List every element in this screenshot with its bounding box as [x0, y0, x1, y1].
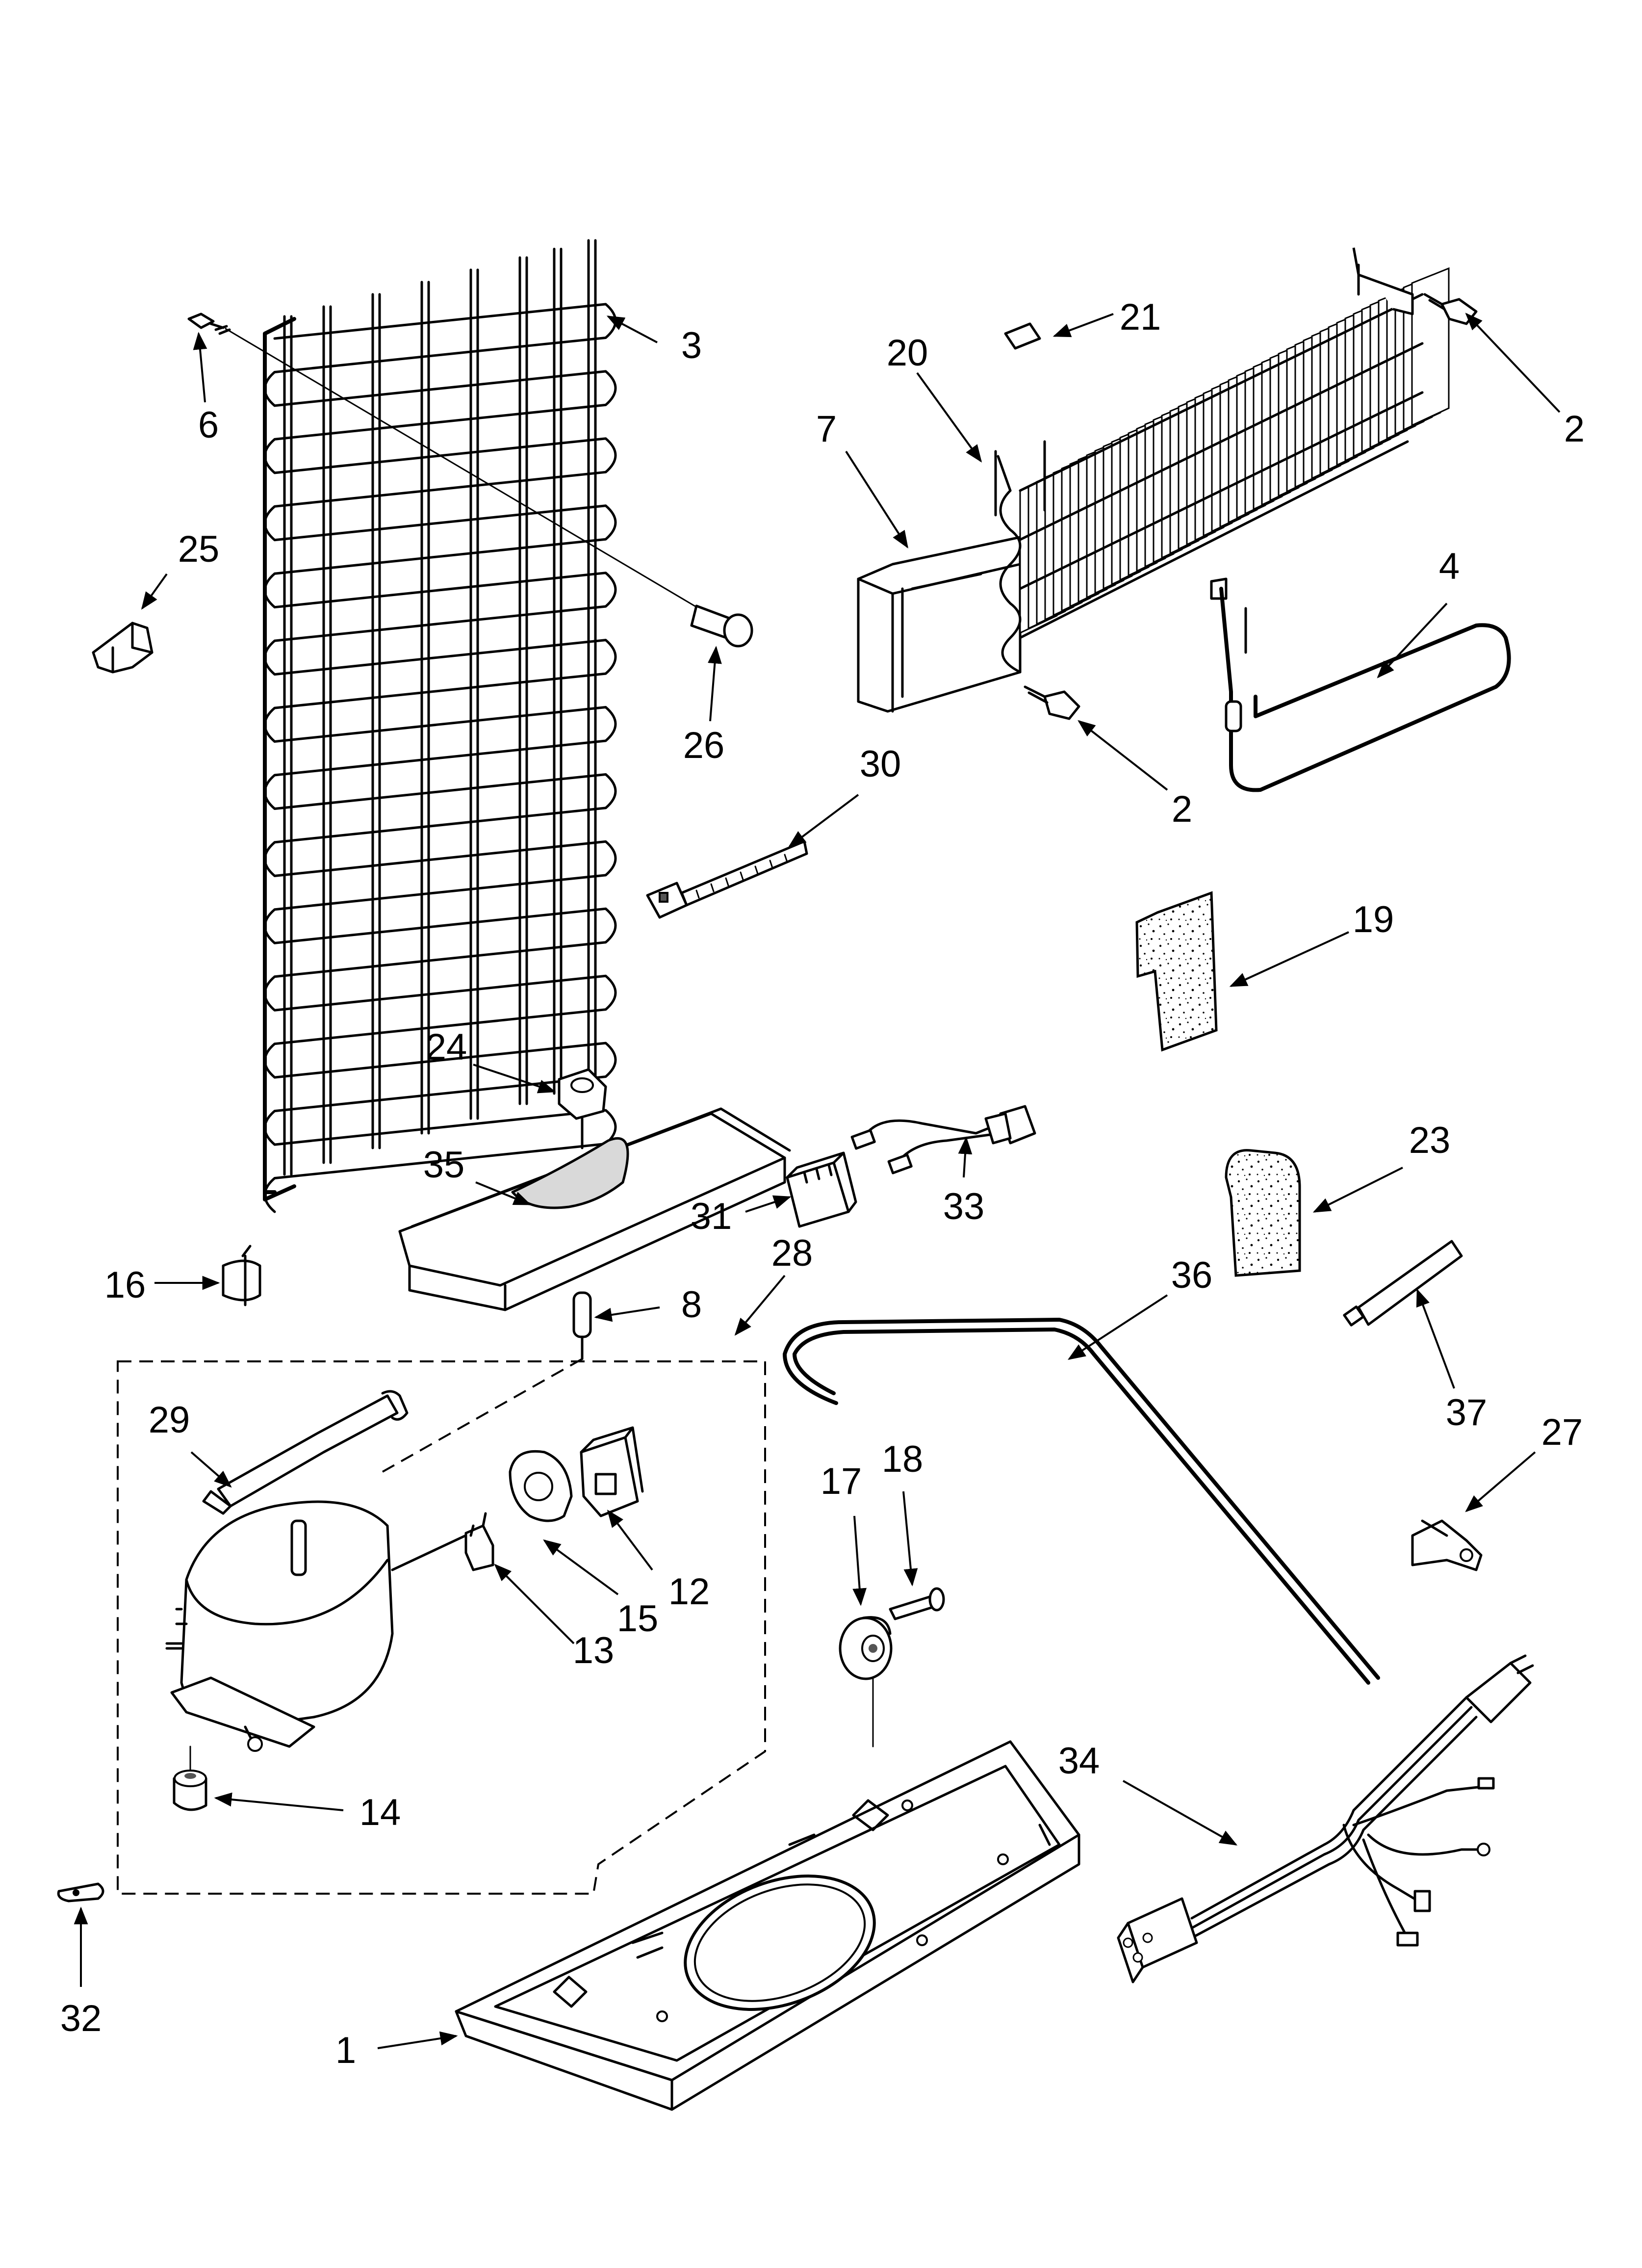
- label-1: 1: [335, 2030, 356, 2071]
- label-31: 31: [691, 1196, 732, 1237]
- label-6: 6: [198, 404, 219, 446]
- tube-36: [783, 1318, 1380, 1685]
- power-harness-34: [1117, 1654, 1534, 1983]
- bolt-18: [889, 1587, 945, 1620]
- wheel-17: [839, 1616, 893, 1747]
- label-27: 27: [1541, 1411, 1583, 1453]
- cover-15: [509, 1450, 573, 1522]
- label-29: 29: [149, 1399, 190, 1441]
- cable-tie-30: [646, 840, 808, 919]
- part-labels: 3 6 25 26 21 20 7 2 4 2 30 19 24 35 33 2…: [60, 296, 1585, 2071]
- drain-pan-35: [398, 1107, 791, 1311]
- label-4: 4: [1439, 546, 1460, 587]
- label-33: 33: [943, 1186, 985, 1227]
- condenser-coil: [263, 239, 617, 1213]
- leader-lines: [74, 313, 1561, 2049]
- overload-13: [464, 1512, 494, 1571]
- bracket-27: [1411, 1519, 1483, 1571]
- label-7: 7: [816, 408, 837, 450]
- foam-block-19: [1135, 891, 1218, 1052]
- label-28: 28: [771, 1232, 813, 1274]
- filter-drier-29: [202, 1390, 409, 1515]
- relay-31: [786, 1151, 857, 1228]
- label-32: 32: [60, 1998, 102, 2039]
- clip-25: [92, 622, 154, 674]
- screw-2-bottom: [1024, 685, 1080, 720]
- label-30: 30: [860, 743, 901, 785]
- clip-16: [222, 1245, 261, 1306]
- relay-12: [580, 1426, 644, 1517]
- label-16: 16: [104, 1264, 146, 1306]
- label-18: 18: [882, 1438, 924, 1480]
- label-20: 20: [887, 332, 928, 374]
- label-26: 26: [683, 725, 725, 766]
- defrost-heater-4: [1210, 577, 1511, 792]
- compressor: [165, 1500, 472, 1752]
- label-12: 12: [668, 1571, 710, 1613]
- clip-32: [57, 1882, 104, 1903]
- label-15: 15: [617, 1598, 659, 1640]
- label-13: 13: [573, 1630, 615, 1671]
- condenser-tube: [263, 303, 617, 1213]
- screw-6: [187, 313, 231, 335]
- label-24: 24: [426, 1026, 467, 1068]
- evaporator: [857, 247, 1450, 713]
- base-pan-1: [455, 1740, 1080, 2111]
- label-37: 37: [1446, 1392, 1488, 1434]
- grommet-8: [572, 1291, 592, 1360]
- label-23: 23: [1409, 1120, 1451, 1161]
- label-2-bottom: 2: [1172, 788, 1192, 830]
- evaporator-tube: [1019, 293, 1424, 639]
- label-35: 35: [423, 1144, 465, 1186]
- label-17: 17: [821, 1460, 862, 1502]
- compressor-assembly-28-boundary: [117, 1360, 766, 1895]
- label-2-top: 2: [1564, 408, 1585, 450]
- grommet-14: [173, 1746, 207, 1811]
- label-19: 19: [1353, 899, 1394, 940]
- label-25: 25: [178, 528, 220, 570]
- nut-24: [558, 1068, 607, 1149]
- pin-26: [690, 604, 753, 648]
- foam-block-23: [1225, 1149, 1301, 1277]
- wire-harness-33: [850, 1105, 1036, 1174]
- label-36: 36: [1171, 1254, 1213, 1296]
- label-8: 8: [681, 1284, 702, 1326]
- label-34: 34: [1058, 1740, 1100, 1782]
- tube-37: [1343, 1240, 1463, 1327]
- label-3: 3: [681, 325, 702, 366]
- label-21: 21: [1120, 296, 1161, 338]
- label-14: 14: [359, 1792, 401, 1833]
